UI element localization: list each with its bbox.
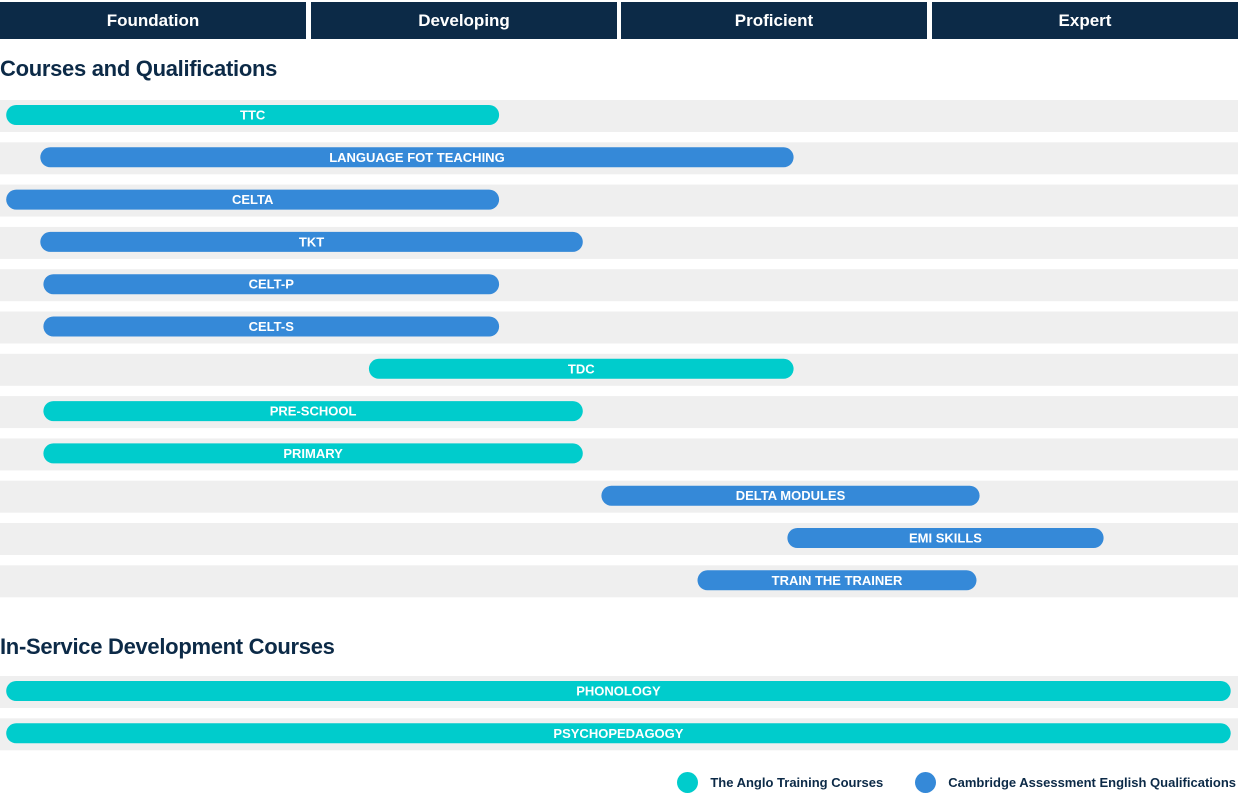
bar-pre-school xyxy=(43,401,583,422)
level-foundation: Foundation xyxy=(0,2,306,39)
bar-delta-modules xyxy=(601,485,980,506)
bar-emi-skills xyxy=(787,528,1104,548)
bar-label-celt-s: CELT-S xyxy=(249,319,295,334)
bar-label-celt-p: CELT-P xyxy=(249,277,295,292)
legend-item-cambridge: Cambridge Assessment English Qualificati… xyxy=(915,771,1236,793)
section-title-courses: Courses and Qualifications xyxy=(0,56,278,81)
level-proficient: Proficient xyxy=(621,2,927,39)
bar-label-phonology: PHONOLOGY xyxy=(576,684,661,699)
legend-label-anglo: The Anglo Training Courses xyxy=(710,774,884,790)
legend-label-cambridge: Cambridge Assessment English Qualificati… xyxy=(948,774,1236,790)
bar-celt-s xyxy=(43,316,500,337)
bar-phonology xyxy=(6,681,1231,701)
bar-language-fot-teaching xyxy=(40,147,794,168)
legend: The Anglo Training Courses Cambridge Ass… xyxy=(645,770,1236,794)
bar-label-primary: PRIMARY xyxy=(283,446,343,461)
row-background xyxy=(0,565,1238,598)
legend-swatch-cambridge xyxy=(915,771,937,793)
level-expert: Expert xyxy=(932,2,1238,39)
bar-primary xyxy=(43,443,583,464)
bar-label-language-fot-teaching: LANGUAGE FOT TEACHING xyxy=(329,150,505,165)
bar-ttc xyxy=(6,105,500,125)
bar-label-celta: CELTA xyxy=(232,192,274,207)
bar-label-delta-modules: DELTA MODULES xyxy=(736,488,846,503)
bar-celta xyxy=(6,189,500,210)
bar-label-tdc: TDC xyxy=(568,361,595,376)
bar-label-pre-school: PRE-SCHOOL xyxy=(270,404,357,419)
bar-tkt xyxy=(40,231,583,252)
bar-label-emi-skills: EMI SKILLS xyxy=(909,531,982,546)
course-level-chart: TTC LANGUAGE FOT TEACHING CELTA TKT CELT-P CE… xyxy=(0,100,1238,751)
legend-swatch-anglo xyxy=(677,771,699,793)
bar-label-train-the-trainer: TRAIN THE TRAINER xyxy=(772,573,903,588)
bar-tdc xyxy=(368,358,794,379)
bar-psychopedagogy xyxy=(6,723,1231,744)
legend-item-anglo: The Anglo Training Courses xyxy=(677,771,884,793)
bar-label-tkt: TKT xyxy=(299,234,324,249)
level-header: Foundation Developing Proficient Expert xyxy=(0,2,1240,39)
bar-label-ttc: TTC xyxy=(240,108,266,123)
level-developing: Developing xyxy=(311,2,617,39)
bar-train-the-trainer xyxy=(697,570,977,591)
section-title-in-service: In-Service Development Courses xyxy=(0,634,335,659)
bar-label-psychopedagogy: PSYCHOPEDAGOGY xyxy=(553,726,683,741)
bar-celt-p xyxy=(43,274,500,295)
